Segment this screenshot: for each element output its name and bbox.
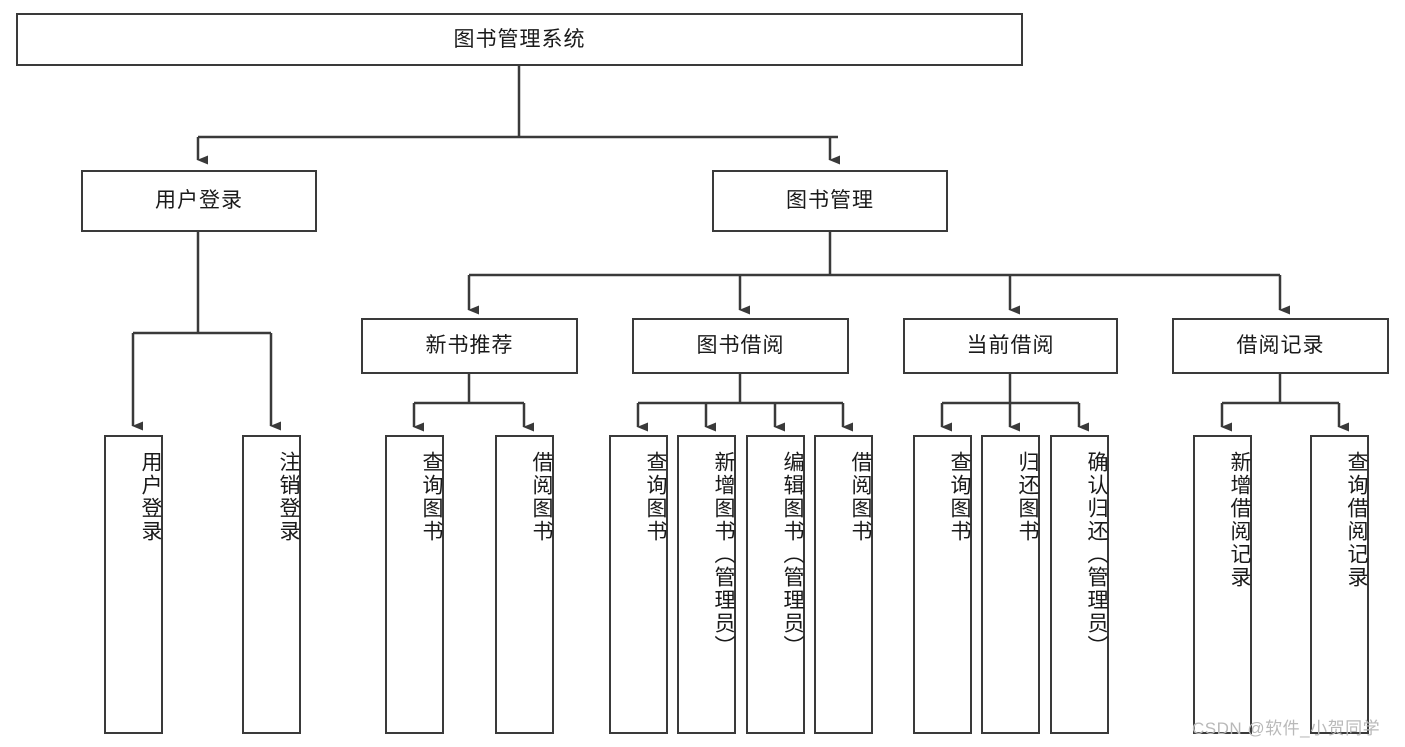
leaf-nb-borrow-book-label: 借阅图书: [530, 451, 553, 543]
node-book-borrow[interactable]: 图书借阅: [632, 318, 849, 374]
leaf-user-login-label: 用户登录: [139, 451, 162, 543]
leaf-br-query-record[interactable]: 查询借阅记录: [1310, 435, 1369, 734]
node-current-borrow-label: 当前借阅: [966, 334, 1055, 358]
leaf-br-add-record-label: 新增借阅记录: [1228, 451, 1251, 589]
leaf-bb-add-book[interactable]: 新增图书（管理员）: [677, 435, 736, 734]
leaf-br-add-record[interactable]: 新增借阅记录: [1193, 435, 1252, 734]
leaf-bb-query-book[interactable]: 查询图书: [609, 435, 668, 734]
node-book-management-label: 图书管理: [786, 189, 874, 213]
node-borrow-record[interactable]: 借阅记录: [1172, 318, 1389, 374]
leaf-nb-borrow-book[interactable]: 借阅图书: [495, 435, 554, 734]
leaf-bb-borrow-book[interactable]: 借阅图书: [814, 435, 873, 734]
leaf-bb-edit-book-label: 编辑图书（管理员）: [781, 451, 804, 658]
node-book-management[interactable]: 图书管理: [712, 170, 948, 232]
leaf-cb-return-book-label: 归还图书: [1016, 451, 1039, 543]
node-borrow-record-label: 借阅记录: [1236, 334, 1325, 358]
leaf-cb-confirm-return-label: 确认归还（管理员）: [1085, 451, 1108, 658]
leaf-nb-query-book[interactable]: 查询图书: [385, 435, 444, 734]
node-root-label: 图书管理系统: [453, 27, 586, 51]
leaf-logout[interactable]: 注销登录: [242, 435, 301, 734]
node-new-book-recommend-label: 新书推荐: [425, 334, 514, 358]
leaf-bb-edit-book[interactable]: 编辑图书（管理员）: [746, 435, 805, 734]
leaf-cb-confirm-return[interactable]: 确认归还（管理员）: [1050, 435, 1109, 734]
leaf-logout-label: 注销登录: [277, 451, 300, 543]
node-new-book-recommend[interactable]: 新书推荐: [361, 318, 578, 374]
leaf-cb-return-book[interactable]: 归还图书: [981, 435, 1040, 734]
leaf-br-query-record-label: 查询借阅记录: [1345, 451, 1368, 589]
node-current-borrow[interactable]: 当前借阅: [903, 318, 1118, 374]
leaf-nb-query-book-label: 查询图书: [420, 451, 443, 543]
leaf-bb-borrow-book-label: 借阅图书: [849, 451, 872, 543]
node-user-login-label: 用户登录: [155, 189, 243, 213]
node-book-borrow-label: 图书借阅: [696, 334, 785, 358]
leaf-bb-add-book-label: 新增图书（管理员）: [712, 451, 735, 658]
node-root[interactable]: 图书管理系统: [16, 13, 1023, 66]
leaf-bb-query-book-label: 查询图书: [644, 451, 667, 543]
node-user-login[interactable]: 用户登录: [81, 170, 317, 232]
leaf-cb-query-book-label: 查询图书: [948, 451, 971, 543]
leaf-cb-query-book[interactable]: 查询图书: [913, 435, 972, 734]
leaf-user-login[interactable]: 用户登录: [104, 435, 163, 734]
